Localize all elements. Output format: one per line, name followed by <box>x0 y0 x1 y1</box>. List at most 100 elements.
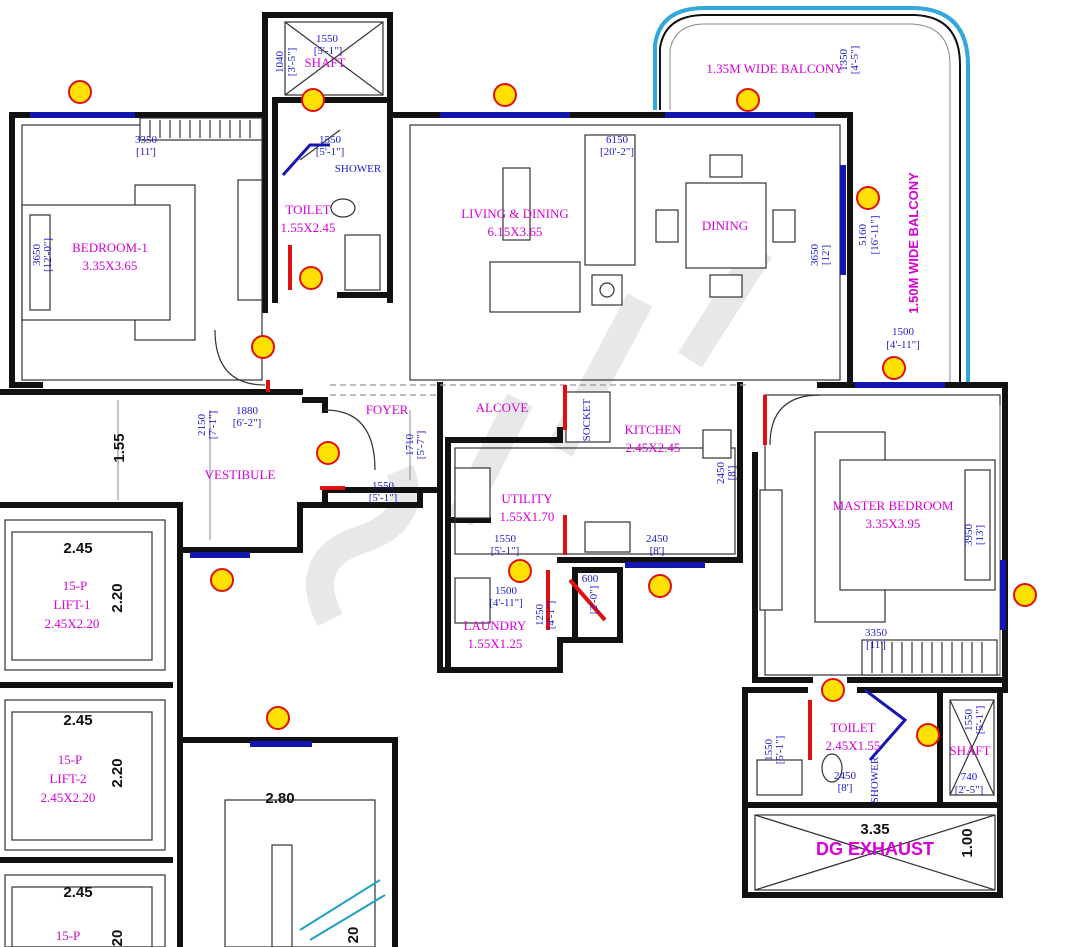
dim-1880: 1880 <box>236 405 259 417</box>
dim-1550-vest: 1550 <box>372 480 395 492</box>
dim-2450-k-ft: [8'] <box>726 466 738 481</box>
dim-m-1-55: 1.55 <box>111 433 128 462</box>
doors <box>214 129 908 761</box>
dim-1550-t2-ft: [5'-1"] <box>774 736 786 764</box>
dim-m-3-35: 3.35 <box>860 821 889 838</box>
utility-label: UTILITY <box>501 491 553 506</box>
dim-2450-kb-ft: [8'] <box>650 545 665 557</box>
kitchen-label: KITCHEN <box>624 422 682 437</box>
dim-1250-ft: [4'-1"] <box>545 601 557 629</box>
dim-m-2-20-d: 20 <box>345 927 362 944</box>
laundry-label: LAUNDRY <box>464 618 527 633</box>
dim-3950-ft: [13'] <box>974 525 986 545</box>
dim-3650-b1: 3650 <box>31 244 43 267</box>
dim-740: 740 <box>961 771 978 783</box>
dim-2450-kb: 2450 <box>646 533 669 545</box>
dim-2150: 2150 <box>196 414 208 437</box>
metric-dimensions: 1.55 2.45 2.20 2.45 2.20 2.45 20 2.80 20… <box>63 433 976 946</box>
dim-1550-u: 1550 <box>494 533 517 545</box>
location-markers <box>68 80 1037 747</box>
dim-2150-ft: [7'-1"] <box>207 411 219 439</box>
living-label: LIVING & DINING <box>461 206 569 221</box>
dim-1550-toilet-ft: [5'-1"] <box>316 146 344 158</box>
dim-m-2-20-c: 20 <box>109 930 126 947</box>
dim-1500-l: 1500 <box>495 585 518 597</box>
alcove-label: ALCOVE <box>476 400 529 415</box>
dim-1550-u-ft: [5'-1"] <box>491 545 519 557</box>
dim-1250: 1250 <box>534 604 546 627</box>
dim-5160: 5160 <box>857 224 869 247</box>
dim-2450-t2: 2450 <box>834 770 857 782</box>
dim-1040-ft: [3'-5"] <box>286 48 298 76</box>
dim-6150-ft: [20'-2"] <box>600 146 634 158</box>
dim-2450-k: 2450 <box>715 462 727 485</box>
dim-1350: 1350 <box>838 49 850 72</box>
dim-1710: 1710 <box>404 434 416 457</box>
windows <box>30 112 1006 747</box>
shaft1-label: SHAFT <box>304 55 345 70</box>
dim-1550-t2: 1550 <box>763 739 775 762</box>
shower2-label: SHOWER <box>869 756 881 803</box>
dining-label: DINING <box>702 218 748 233</box>
dim-3950: 3950 <box>963 524 975 547</box>
dim-m-2-80: 2.80 <box>265 790 294 807</box>
dim-6150: 6150 <box>606 134 629 146</box>
toilet2-label: TOILET <box>830 720 875 735</box>
bedroom1-label: BEDROOM-1 <box>72 240 148 255</box>
dim-m-1-00: 1.00 <box>959 828 976 857</box>
dim-1550-s2: 1550 <box>963 709 975 732</box>
dim-1550-shaft-ft: [5'-1"] <box>314 45 342 57</box>
laundry-size: 1.55X1.25 <box>468 636 523 651</box>
dim-5160-ft: [16'-11"] <box>869 215 881 254</box>
furniture <box>21 117 998 796</box>
lift3-code: 15-P <box>56 928 81 943</box>
dim-3650-liv-ft: [12'] <box>820 245 832 265</box>
dg-exhaust-label: DG EXHAUST <box>816 839 934 859</box>
dim-1350-ft: [4'-5"] <box>849 46 861 74</box>
lift1-label: LIFT-1 <box>53 597 90 612</box>
dim-1550-toilet: 1550 <box>319 134 342 146</box>
lift1-code: 15-P <box>63 578 88 593</box>
dim-m-2-20-b: 2.20 <box>109 758 126 787</box>
walls <box>0 12 1008 947</box>
lift2-size: 2.45X2.20 <box>41 790 96 805</box>
vestibule-label: VESTIBULE <box>205 467 276 482</box>
lift2-label: LIFT-2 <box>49 771 86 786</box>
bedroom1-size: 3.35X3.65 <box>83 258 138 273</box>
balcony-top-label: 1.35M WIDE BALCONY <box>706 61 844 76</box>
balcony-right-label: 1.50M WIDE BALCONY <box>906 172 921 314</box>
dim-3350-m-ft: [11'] <box>866 639 886 651</box>
shower1-label: SHOWER <box>335 163 382 175</box>
toilet2-size: 2.45X1.55 <box>826 738 881 753</box>
dim-m-2-45-a: 2.45 <box>63 540 92 557</box>
socket-label: SOCKET <box>581 398 593 441</box>
utility-size: 1.55X1.70 <box>500 509 555 524</box>
dim-1710-ft: [5'-7"] <box>415 431 427 459</box>
dim-3650-b1-ft: [12'-0"] <box>42 238 54 272</box>
dim-1550-shaft: 1550 <box>316 33 339 45</box>
toilet1-size: 1.55X2.45 <box>281 220 336 235</box>
dim-m-2-45-c: 2.45 <box>63 884 92 901</box>
dim-3350-m: 3350 <box>865 627 888 639</box>
dim-740-ft: [2'-5"] <box>955 784 983 796</box>
dim-1500-bal-ft: [4'-11"] <box>886 339 920 351</box>
dim-3350-b1-ft: [11'] <box>136 146 156 158</box>
dim-m-2-20-a: 2.20 <box>109 583 126 612</box>
fixture-labels: SHOWER SHOWER SOCKET <box>335 163 881 803</box>
toilet1-label: TOILET <box>285 202 330 217</box>
dim-600: 600 <box>582 573 599 585</box>
balcony-outline <box>653 6 970 385</box>
dim-2450-t2-ft: [8'] <box>838 782 853 794</box>
dim-1040: 1040 <box>274 51 286 74</box>
lift1-size: 2.45X2.20 <box>45 616 100 631</box>
dim-1880-ft: [6'-2"] <box>233 417 261 429</box>
shaft2-label: SHAFT <box>949 743 990 758</box>
dim-3350-b1: 3350 <box>135 134 158 146</box>
living-size: 6.15X3.65 <box>488 224 543 239</box>
dim-1500-l-ft: [4'-11"] <box>489 597 523 609</box>
dim-m-2-45-b: 2.45 <box>63 712 92 729</box>
dim-3650-liv: 3650 <box>809 244 821 267</box>
room-labels: SHAFT BEDROOM-1 3.35X3.65 TOILET 1.55X2.… <box>41 55 991 943</box>
master-size: 3.35X3.95 <box>866 516 921 531</box>
